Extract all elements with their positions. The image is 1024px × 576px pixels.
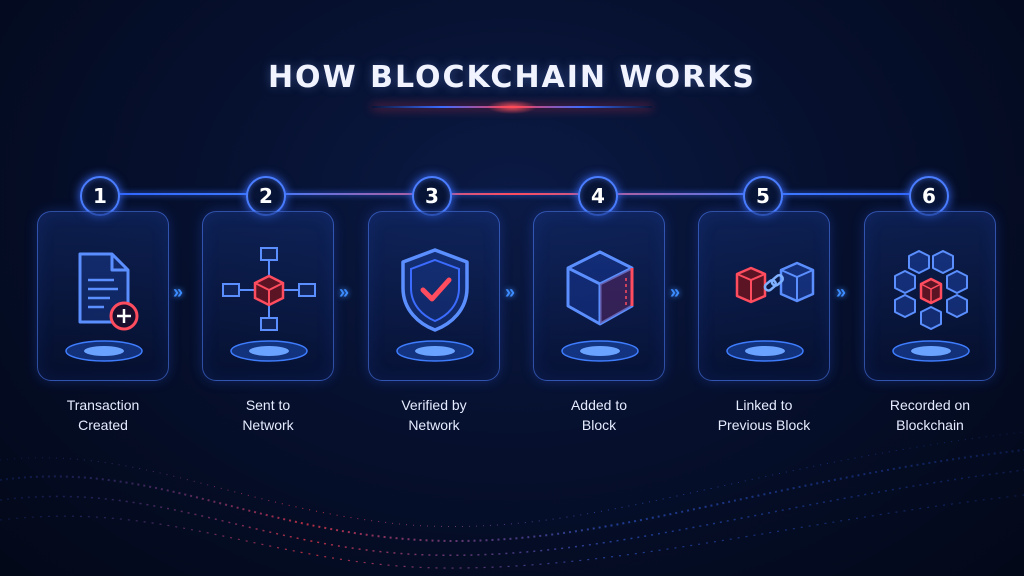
- step-6-card: [864, 211, 996, 381]
- step-6-badge: 6: [909, 176, 949, 216]
- step-4-label-line2: Block: [581, 417, 617, 433]
- step-2-label-line1: Sent to: [245, 397, 291, 413]
- step-4-label: Added to Block: [519, 395, 679, 435]
- step-2-card: [202, 211, 334, 381]
- glow-pedestal: [230, 340, 308, 362]
- title-glow: [487, 100, 537, 114]
- document-plus-icon: [78, 252, 139, 331]
- step-1-label-line1: Transaction: [66, 397, 140, 413]
- particle-wave: [0, 431, 1024, 569]
- step-1-card: [37, 211, 169, 381]
- step-3-card: [368, 211, 500, 381]
- page-title: HOW BLOCKCHAIN WORKS: [267, 60, 757, 95]
- glow-pedestal: [726, 340, 804, 362]
- step-arrow-icon: »: [339, 282, 350, 302]
- step-4-label-line1: Added to: [570, 397, 628, 413]
- step-6-label: Recorded on Blockchain: [850, 395, 1010, 435]
- step-5-card: [698, 211, 830, 381]
- block-cluster-icon: [894, 250, 968, 330]
- step-5-label: Linked to Previous Block: [684, 395, 844, 435]
- step-arrow-icon: »: [836, 282, 847, 302]
- step-6-label-line1: Recorded on: [889, 397, 971, 413]
- step-3-badge: 3: [412, 176, 452, 216]
- glow-pedestal: [396, 340, 474, 362]
- timeline-line: [100, 193, 930, 195]
- network-nodes-icon: [222, 247, 316, 331]
- step-5-label-line2: Previous Block: [717, 417, 811, 433]
- step-arrow-icon: »: [670, 282, 681, 302]
- step-3-label: Verified by Network: [354, 395, 514, 435]
- step-1-label: Transaction Created: [23, 395, 183, 435]
- glow-pedestal: [561, 340, 639, 362]
- step-1-badge: 1: [80, 176, 120, 216]
- step-3-label-line2: Network: [408, 417, 460, 433]
- step-6-label-line2: Blockchain: [896, 417, 964, 433]
- step-4-card: [533, 211, 665, 381]
- glow-pedestal: [65, 340, 143, 362]
- cube-icon: [566, 250, 634, 326]
- step-5-label-line1: Linked to: [735, 397, 793, 413]
- step-5-badge: 5: [743, 176, 783, 216]
- glow-pedestal: [892, 340, 970, 362]
- step-arrow-icon: »: [505, 282, 516, 302]
- shield-check-icon: [401, 248, 469, 332]
- step-2-label: Sent to Network: [188, 395, 348, 435]
- linked-blocks-icon: [735, 261, 815, 304]
- step-4-badge: 4: [578, 176, 618, 216]
- step-1-label-line2: Created: [78, 417, 128, 433]
- step-2-badge: 2: [246, 176, 286, 216]
- step-2-label-line2: Network: [242, 417, 294, 433]
- step-arrow-icon: »: [173, 282, 184, 302]
- step-3-label-line1: Verified by: [401, 397, 467, 413]
